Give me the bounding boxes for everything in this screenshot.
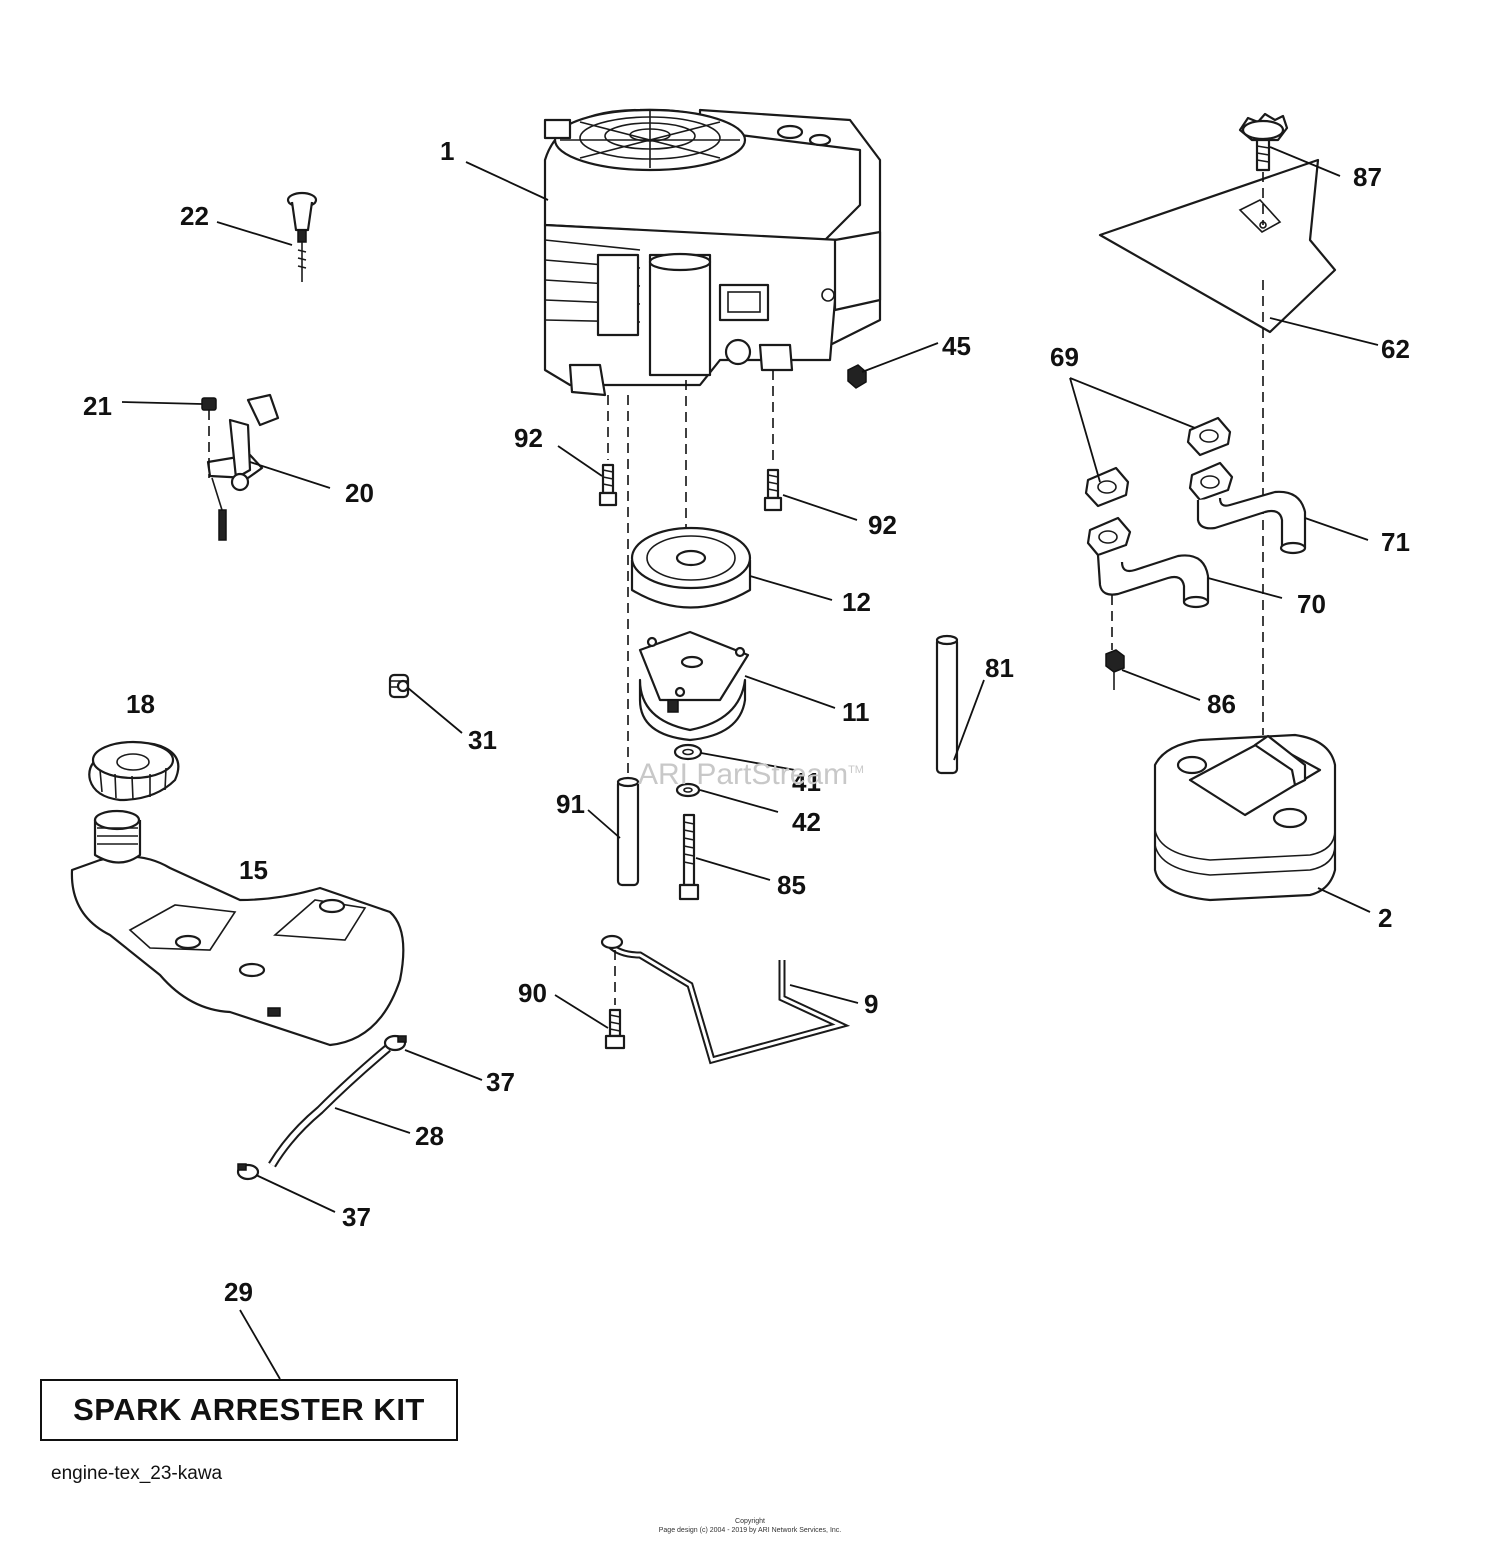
- callout-90: 90: [518, 978, 547, 1008]
- fitting-part-31: [388, 673, 410, 699]
- muffler-part-2: [1153, 733, 1337, 902]
- copyright-line-2: Page design (c) 2004 - 2019 by ARI Netwo…: [658, 1527, 842, 1534]
- callout-9: 9: [864, 989, 878, 1019]
- bolt-part-92-left: [598, 395, 618, 507]
- gasket-part-69-top: [1186, 416, 1232, 457]
- engine-part: [543, 108, 882, 397]
- callout-41: 41: [792, 767, 821, 797]
- copyright-line-1: Copyright: [735, 1518, 765, 1525]
- exhaust-pipe-part-71: [1188, 461, 1307, 555]
- copyright-notice: Copyright Page design (c) 2004 - 2019 by…: [0, 1517, 1500, 1535]
- bracket-part-20: [206, 393, 280, 541]
- screw-part-21: [201, 397, 217, 478]
- plug-part-45: [847, 342, 939, 389]
- callout-37-bottom: 37: [342, 1202, 371, 1232]
- callout-11: 11: [842, 697, 870, 727]
- callout-20: 20: [345, 478, 374, 508]
- watermark: ARI PartStreamTM: [638, 758, 864, 791]
- callout-71: 71: [1381, 527, 1410, 557]
- callout-62: 62: [1381, 334, 1410, 364]
- washer-part-41: [673, 743, 703, 761]
- callout-86: 86: [1207, 689, 1236, 719]
- leader-lines: [121, 146, 1379, 1380]
- screw-part-87: [1238, 112, 1289, 225]
- callout-12: 12: [842, 587, 871, 617]
- bolt-part-85: [678, 813, 700, 901]
- spacer-part-81: [935, 634, 959, 775]
- callout-31: 31: [468, 725, 497, 755]
- callout-21: 21: [83, 391, 112, 421]
- callout-22: 22: [180, 201, 209, 231]
- callout-37-top: 37: [486, 1067, 515, 1097]
- gasket-part-69-bottom: [1084, 466, 1130, 508]
- callout-15: 15: [239, 855, 268, 885]
- bolt-part-92-right: [763, 370, 783, 512]
- callout-91: 91: [556, 789, 585, 819]
- callout-29: 29: [224, 1277, 253, 1307]
- callout-2: 2: [1378, 903, 1392, 933]
- pulley-part-12: [630, 526, 752, 609]
- washer-part-42: [675, 782, 701, 798]
- clamp-part-37-top: [383, 1034, 407, 1052]
- callout-45: 45: [942, 331, 971, 361]
- clutch-part-11: [638, 630, 750, 742]
- clamp-part-37-bottom: [236, 1163, 260, 1181]
- callout-92-left: 92: [514, 423, 543, 453]
- heat-shield-part-62: [1098, 158, 1337, 334]
- callout-18: 18: [126, 689, 155, 719]
- callout-labels: 1 22 21 20 92 92 45 87 62 69 71 70 12 11…: [83, 136, 1410, 1307]
- exhaust-pipe-part-70: [1086, 516, 1210, 609]
- bolt-part-90: [604, 950, 626, 1050]
- callout-81: 81: [985, 653, 1014, 683]
- callout-42: 42: [792, 807, 821, 837]
- callout-28: 28: [415, 1121, 444, 1151]
- spark-arrester-kit-box: SPARK ARRESTER KIT: [40, 1379, 458, 1441]
- callout-85: 85: [777, 870, 806, 900]
- knob-part-22: [286, 191, 318, 282]
- spacer-part-91: [616, 776, 640, 887]
- callout-70: 70: [1297, 589, 1326, 619]
- nut-part-86: [1105, 649, 1125, 690]
- callout-69: 69: [1050, 342, 1079, 372]
- spark-arrester-kit-label: SPARK ARRESTER KIT: [73, 1392, 425, 1427]
- callout-87: 87: [1353, 162, 1382, 192]
- diagram-id: engine-tex_23-kawa: [51, 1463, 223, 1484]
- rod-part-9: [600, 934, 851, 1065]
- fuel-tank-part-15: [70, 809, 405, 1047]
- fuel-hose-part-28: [268, 1044, 391, 1168]
- fuel-cap-part-18: [88, 740, 180, 802]
- callout-92-right: 92: [868, 510, 897, 540]
- callout-1: 1: [440, 136, 454, 166]
